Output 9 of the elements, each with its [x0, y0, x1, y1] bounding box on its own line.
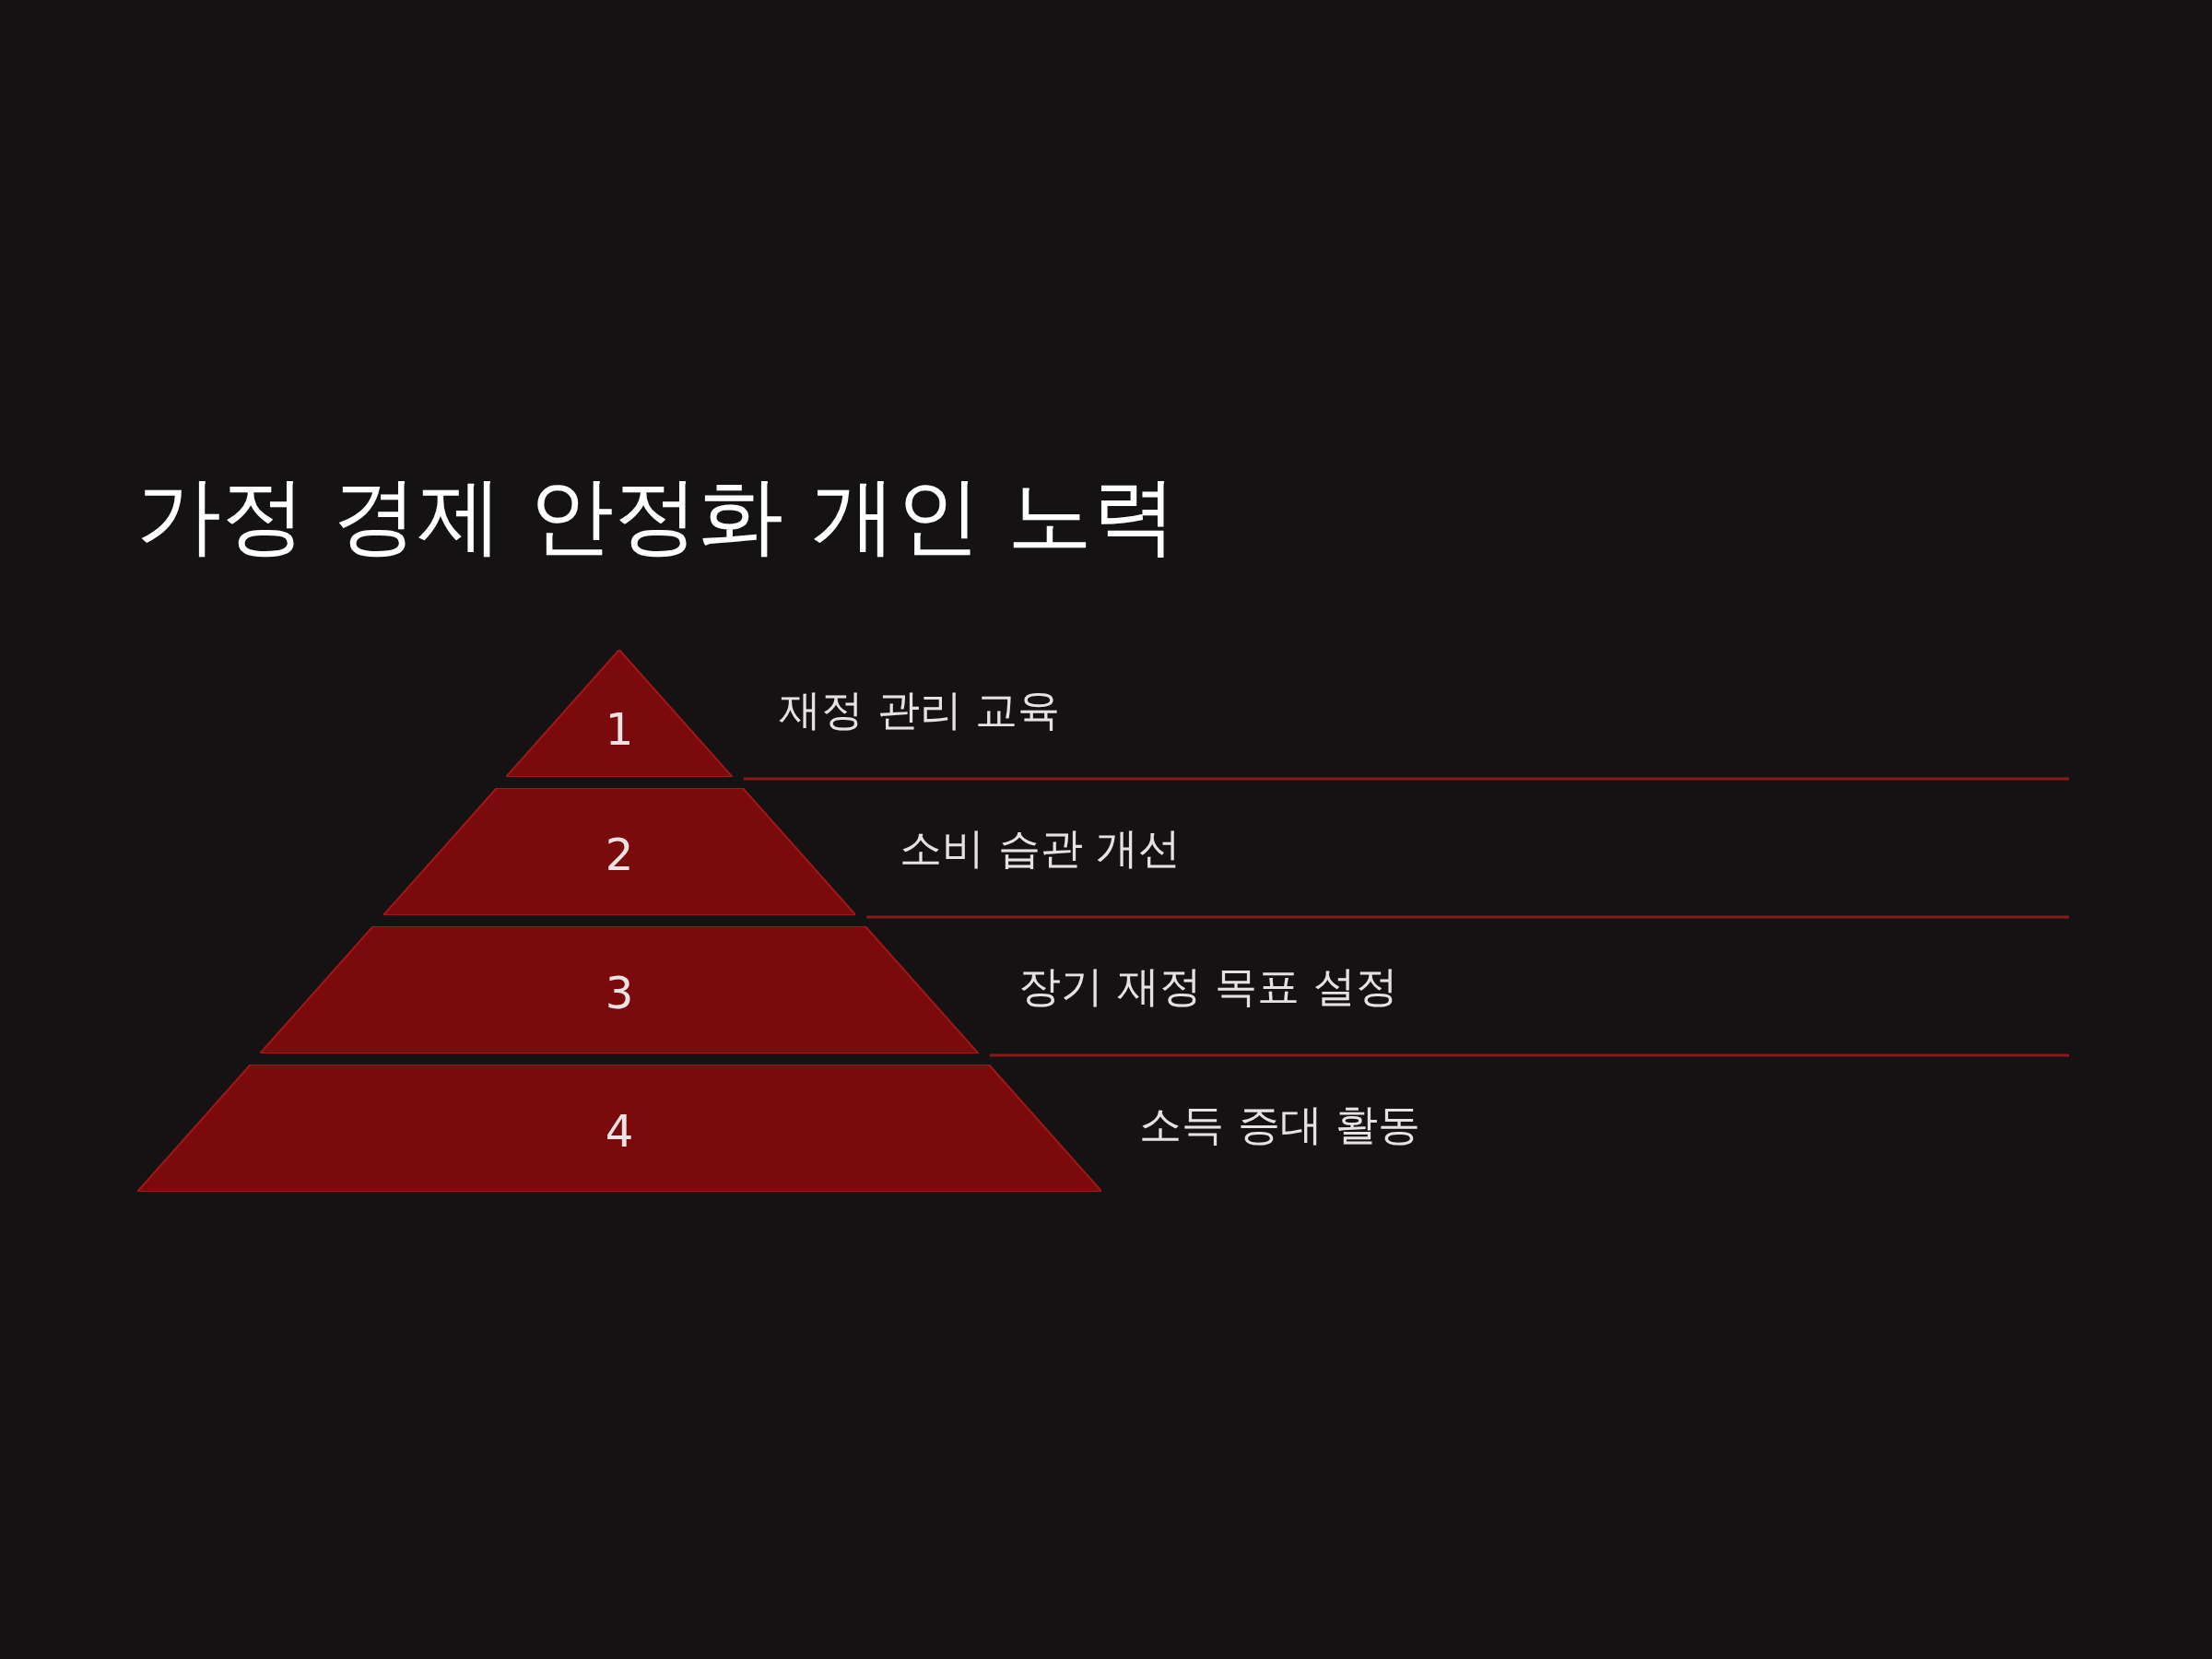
layer-label: 소득 증대 활동	[1139, 1100, 1421, 1151]
layer-number: 2	[605, 831, 634, 877]
layer-number: 3	[605, 970, 634, 1015]
diagram-title: 가정 경제 안정화 개인 노력	[136, 465, 1177, 567]
layer-label: 재정 관리 교육	[779, 685, 1061, 736]
layer-number: 1	[605, 706, 634, 751]
layer-number: 4	[605, 1108, 634, 1153]
layer-label: 소비 습관 개선	[900, 823, 1182, 875]
layer-label: 장기 재정 목표 설정	[1018, 961, 1398, 1013]
